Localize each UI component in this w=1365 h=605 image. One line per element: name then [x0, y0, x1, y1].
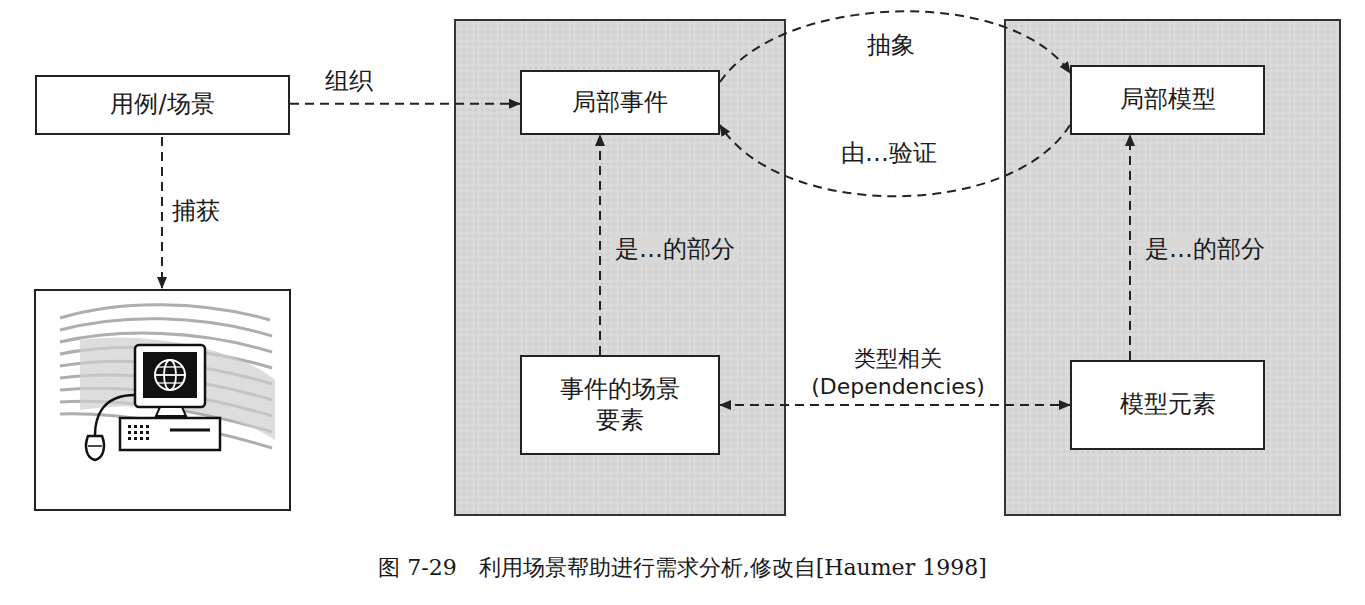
node-label: 局部模型 [1120, 84, 1216, 115]
figure-caption: 图 7-29 利用场景帮助进行需求分析,修改自[Haumer 1998] [0, 553, 1365, 583]
node-label: 用例/场景 [110, 89, 214, 120]
dashed-connector [290, 103, 520, 105]
left-panel [455, 20, 785, 515]
process-box: 用例/场景 [35, 75, 290, 135]
node-label: 局部事件 [572, 87, 668, 118]
dashed-connector [720, 11, 1070, 82]
process-box: 事件的场景要素 [520, 355, 720, 455]
dashed-connector [1129, 135, 1131, 360]
edge-label: 类型相关 (Dependencies) [805, 345, 991, 400]
dashed-connector [599, 135, 601, 355]
dashed-connector [720, 125, 1070, 196]
edge-label: 组织 [322, 66, 376, 96]
process-box: 局部模型 [1070, 65, 1265, 135]
node-label: 模型元素 [1120, 389, 1216, 420]
edge-label: 是…的部分 [1142, 234, 1268, 264]
edge-label: 由…验证 [838, 138, 940, 168]
process-box: 局部事件 [520, 70, 720, 135]
right-panel [1005, 20, 1340, 515]
arrow-label: 捕获 [172, 196, 220, 226]
edge-label: 抽象 [864, 30, 918, 60]
edge-label: 是…的部分 [612, 234, 738, 264]
dashed-connector [720, 404, 1070, 406]
process-box: 模型元素 [1070, 360, 1265, 450]
computer-illustration [35, 290, 290, 510]
node-label: 事件的场景要素 [560, 374, 680, 436]
capture-arrow [161, 137, 163, 288]
